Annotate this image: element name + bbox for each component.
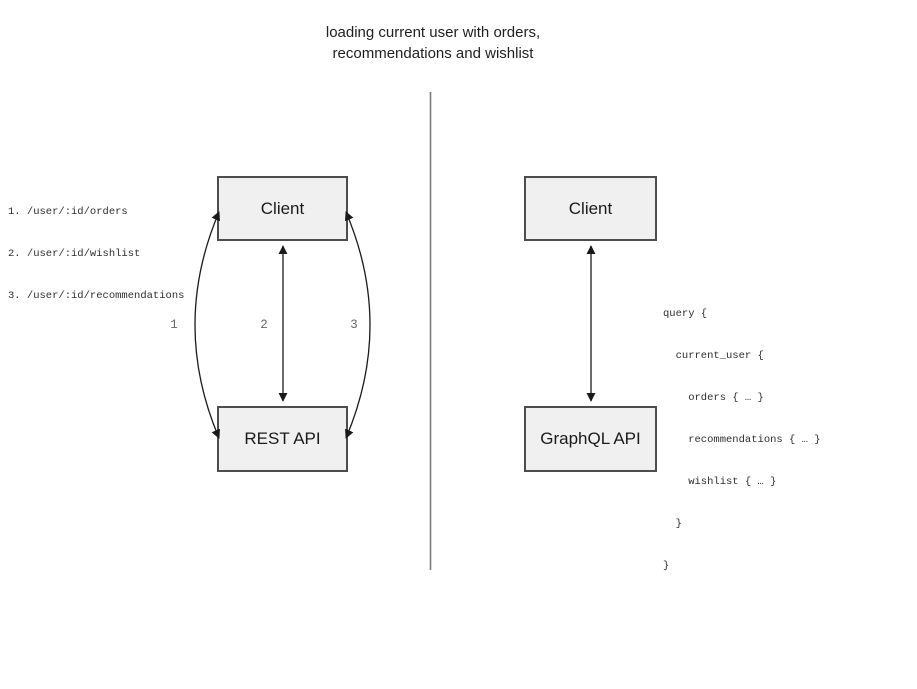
query-line: } bbox=[663, 518, 682, 530]
query-line: } bbox=[663, 560, 670, 572]
rest-endpoints-list: 1. /user/:id/orders 2. /user/:id/wishlis… bbox=[8, 177, 184, 331]
query-line: current_user { bbox=[663, 350, 764, 362]
arrow-label-1: 1 bbox=[170, 318, 178, 332]
graphql-api-box: GraphQL API bbox=[524, 406, 657, 472]
rest-api-label: REST API bbox=[244, 429, 321, 448]
query-line: query { bbox=[663, 308, 708, 320]
graphql-client-box: Client bbox=[524, 176, 657, 241]
rest-endpoint-orders: 1. /user/:id/orders bbox=[8, 206, 128, 218]
rest-api-box: REST API bbox=[217, 406, 348, 472]
rest-arrow-1-curve bbox=[194, 211, 220, 439]
title-line-1: loading current user with orders, bbox=[325, 24, 541, 41]
rest-endpoint-wishlist: 2. /user/:id/wishlist bbox=[8, 248, 141, 260]
graphql-client-label: Client bbox=[568, 198, 613, 218]
title-line-2: recommendations and wishlist bbox=[332, 45, 534, 62]
arrow-label-3: 3 bbox=[350, 318, 358, 332]
query-line: orders { … } bbox=[663, 392, 764, 404]
rest-client-box: Client bbox=[217, 176, 348, 241]
diagram-title: loading current user with orders, recomm… bbox=[133, 22, 733, 64]
arrow-label-2: 2 bbox=[260, 318, 268, 332]
graphql-api-label: GraphQL API bbox=[540, 429, 641, 448]
query-line: wishlist { … } bbox=[663, 476, 777, 488]
rest-client-label: Client bbox=[260, 198, 305, 218]
query-line: recommendations { … } bbox=[663, 434, 821, 446]
graphql-query-code: query { current_user { orders { … } reco… bbox=[663, 279, 821, 601]
rest-endpoint-recommendations: 3. /user/:id/recommendations bbox=[8, 290, 185, 302]
